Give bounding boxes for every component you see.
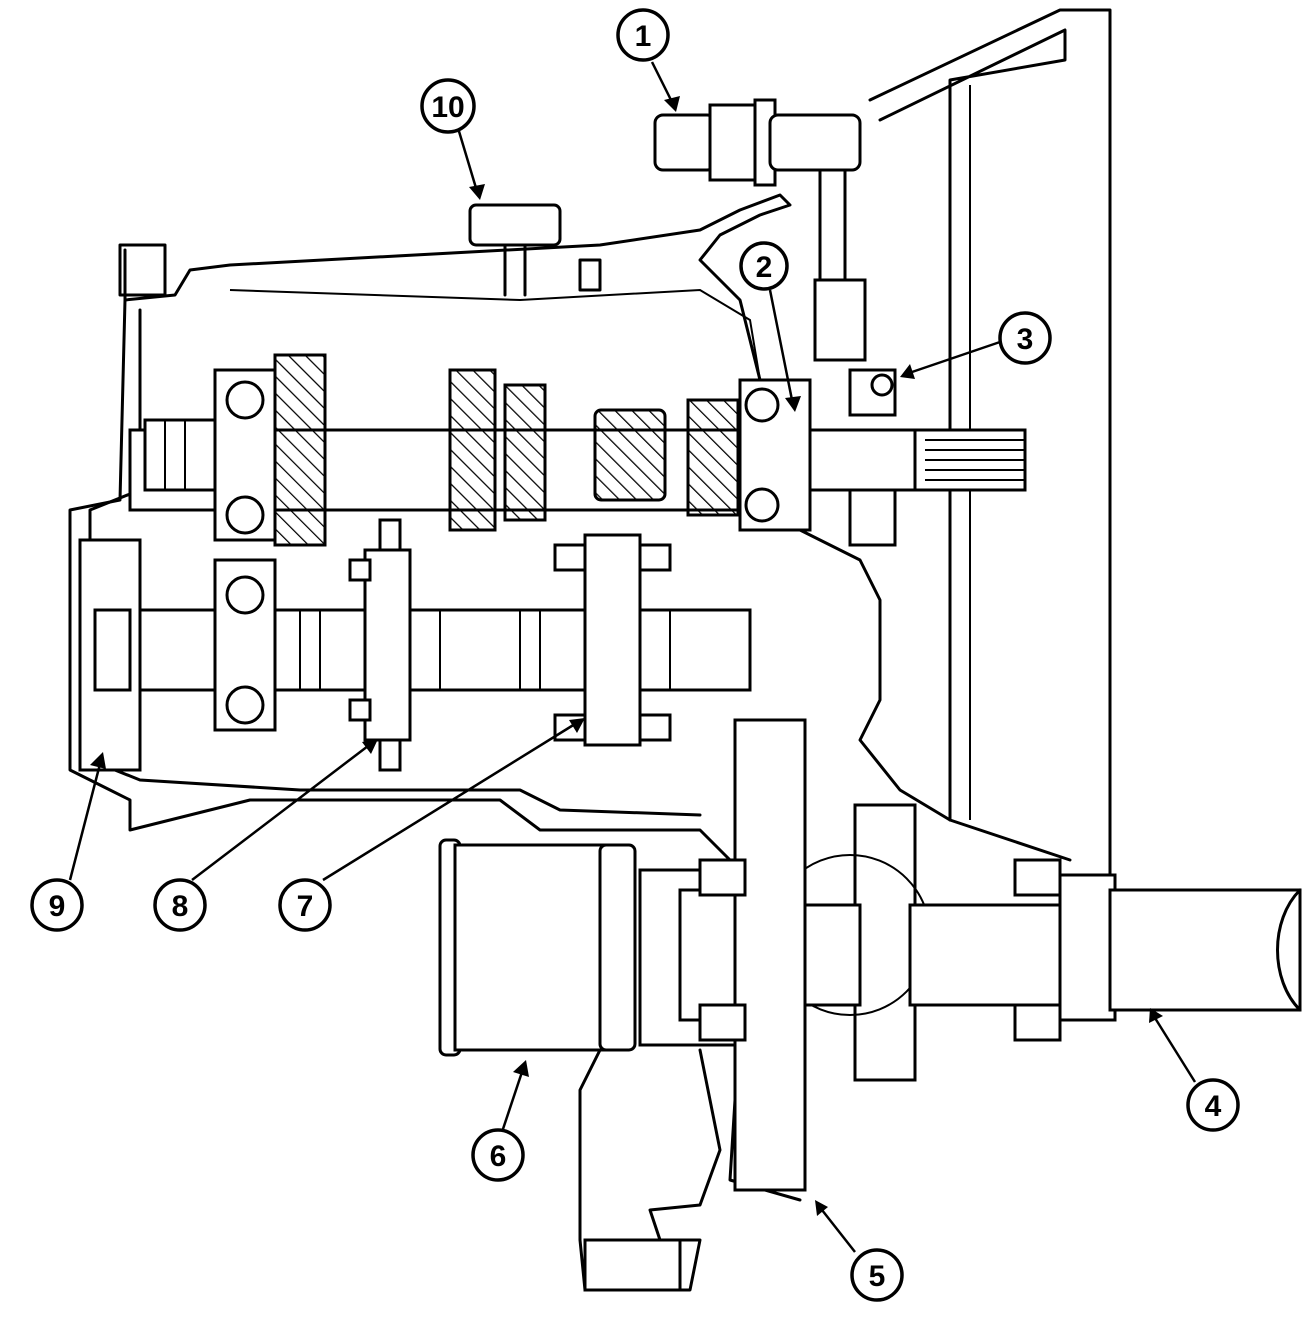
svg-text:3: 3	[1017, 323, 1034, 356]
svg-text:8: 8	[172, 890, 189, 923]
svg-text:6: 6	[490, 1140, 507, 1173]
callout-7: 7	[278, 878, 332, 932]
shift-lever	[653, 98, 867, 362]
input-shaft	[808, 368, 1027, 547]
svg-text:5: 5	[869, 1260, 886, 1293]
svg-text:7: 7	[297, 890, 314, 923]
synchro-assemblies	[348, 518, 672, 772]
ball-bearings	[213, 368, 812, 732]
svg-text:4: 4	[1205, 1090, 1222, 1123]
callout-3: 3	[998, 311, 1052, 365]
callout-4: 4	[1186, 1078, 1240, 1132]
callout-5: 5	[850, 1248, 904, 1302]
differential	[638, 718, 1117, 1192]
svg-text:10: 10	[431, 91, 464, 124]
callout-10: 10	[420, 78, 476, 134]
svg-text:2: 2	[756, 251, 773, 284]
end-cover-assembly	[78, 418, 217, 772]
breather-cap	[468, 203, 562, 297]
lower-mount	[578, 1048, 722, 1292]
speedometer-drive	[438, 838, 637, 1057]
callout-2: 2	[739, 241, 789, 291]
callout-leaders	[68, 61, 1197, 1253]
drive-shaft	[1108, 888, 1302, 1012]
svg-text:9: 9	[49, 890, 66, 923]
callout-9: 9	[30, 878, 84, 932]
gears	[273, 353, 740, 547]
callout-1: 1	[616, 8, 670, 62]
svg-text:1: 1	[635, 20, 652, 53]
callout-8: 8	[153, 878, 207, 932]
callout-6: 6	[471, 1128, 525, 1182]
